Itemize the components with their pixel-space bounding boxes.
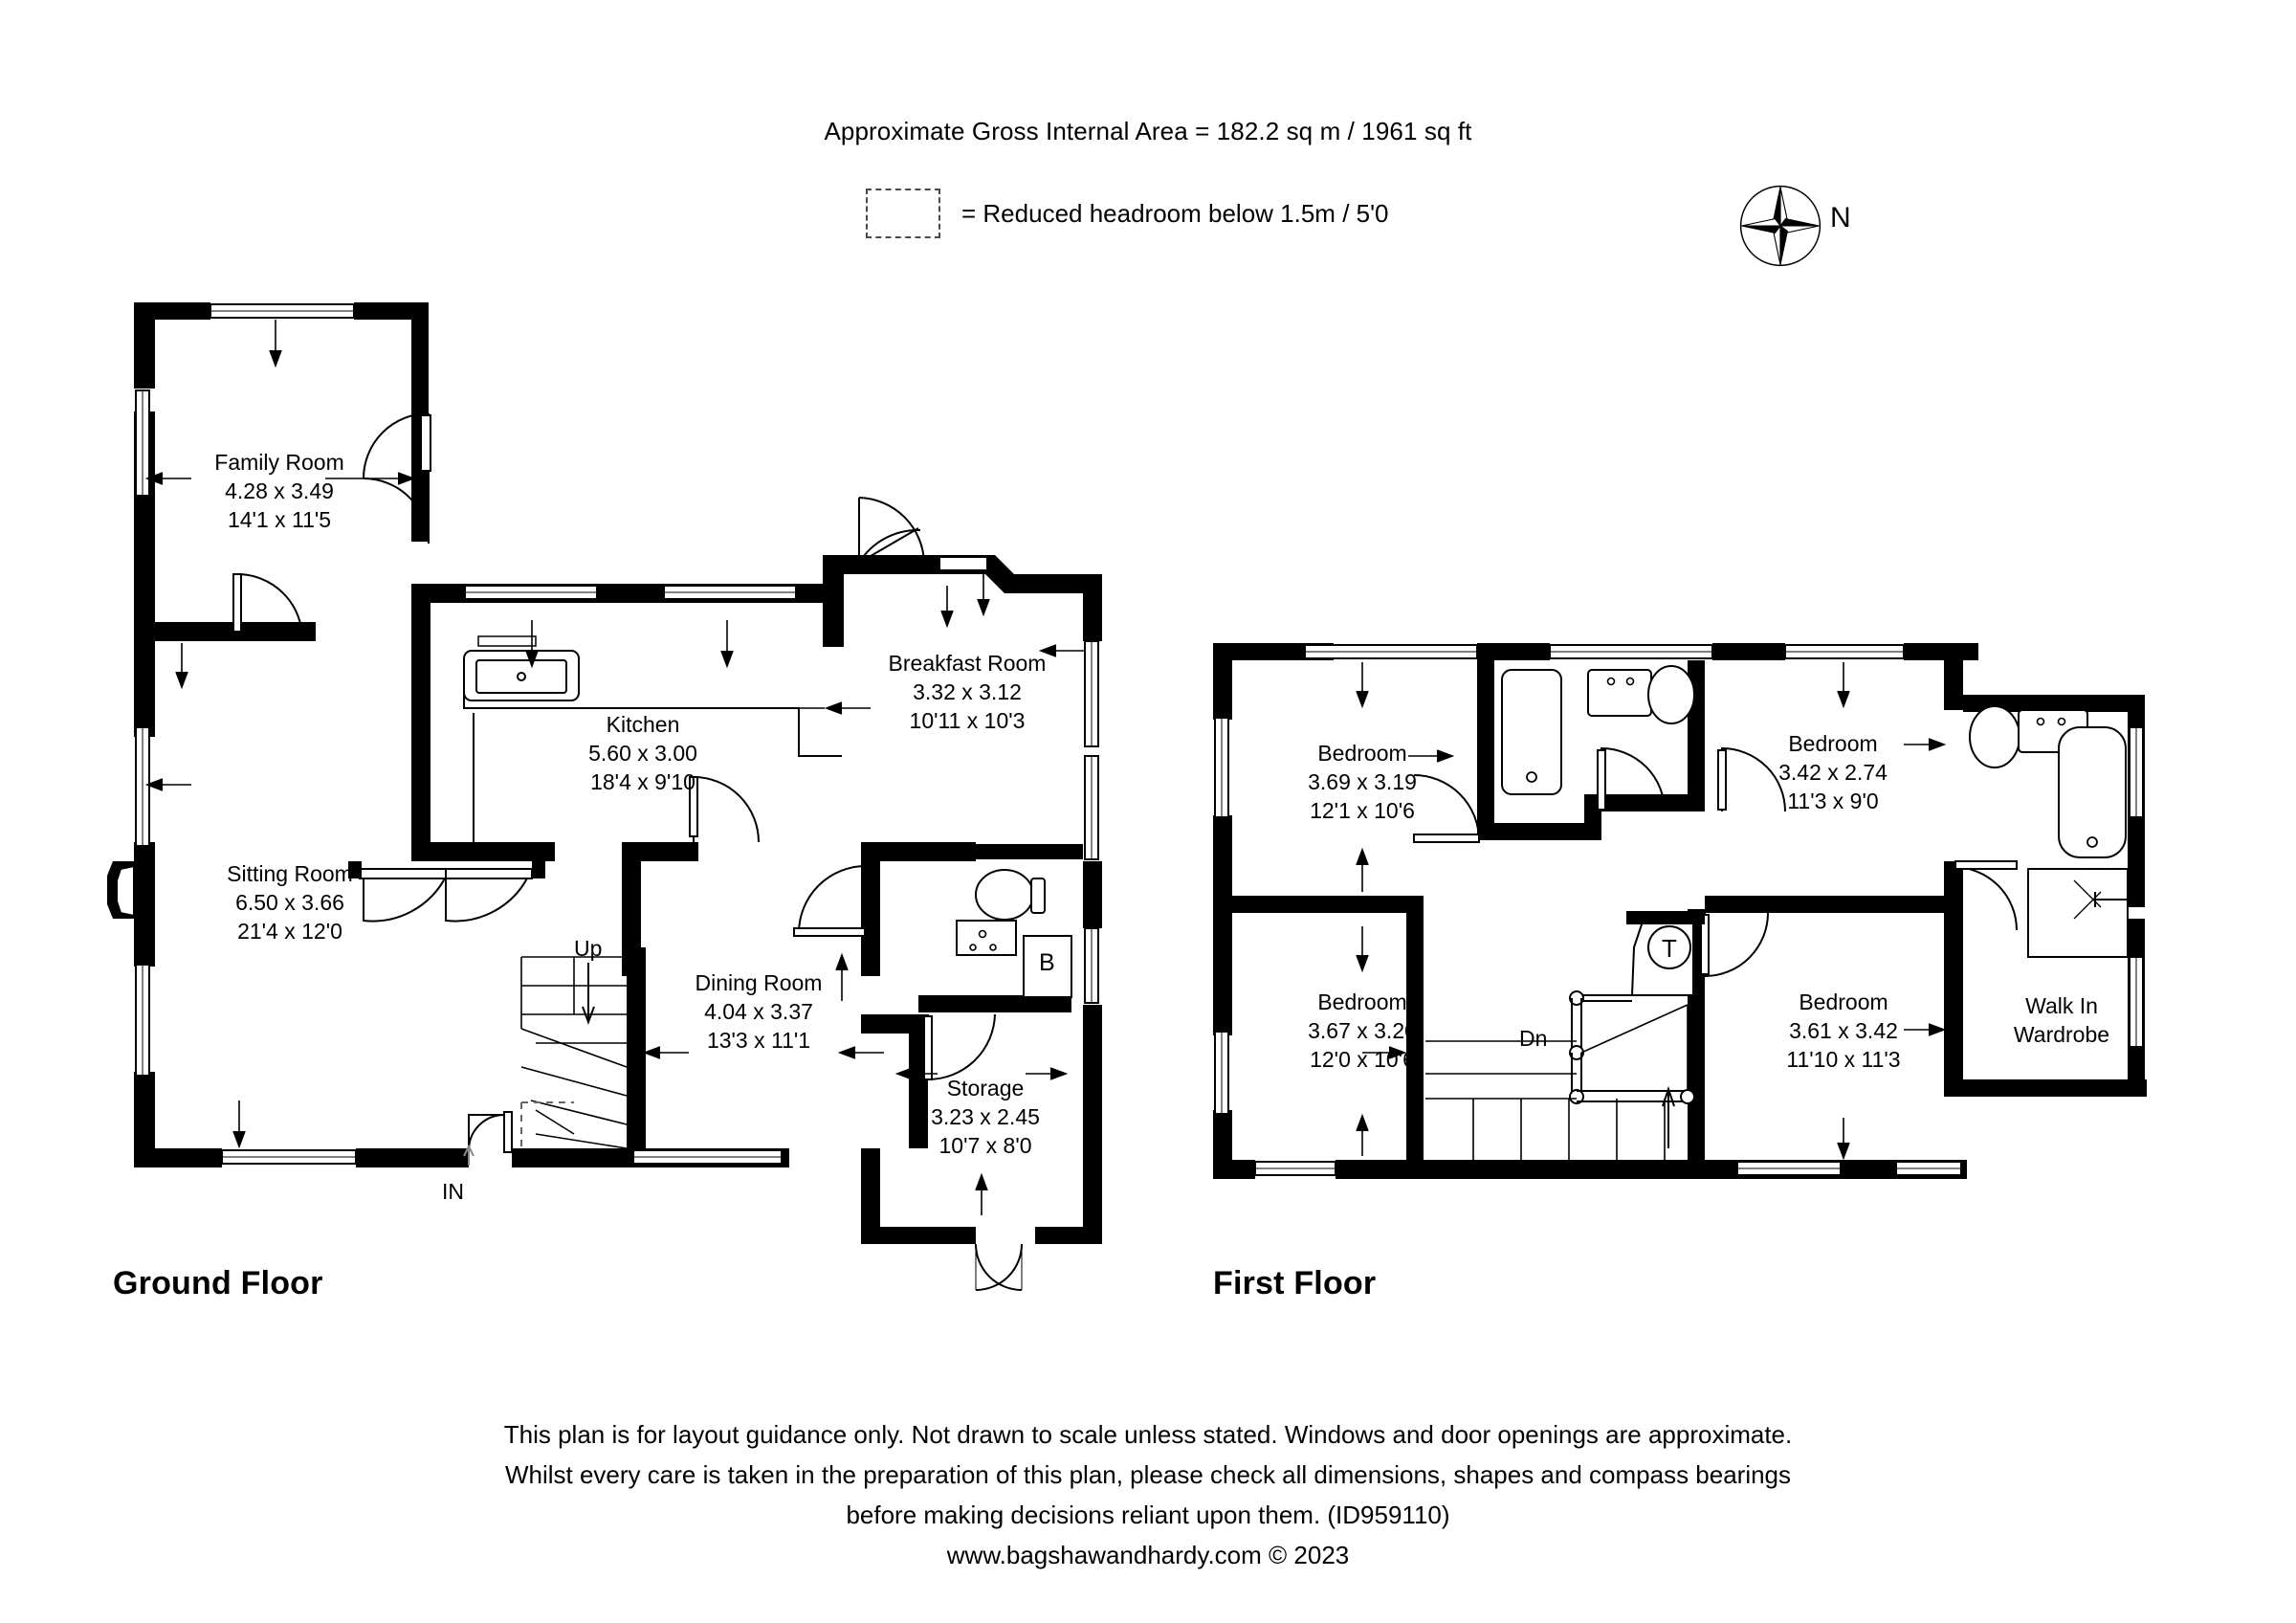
room-metric: 3.61 x 3.42: [1789, 1018, 1898, 1043]
entrance-in-marker: IN: [442, 1179, 464, 1204]
legend-label: = Reduced headroom below 1.5m / 5'0: [961, 198, 1389, 228]
room-label-bedroom-3: Bedroom 3.67 x 3.20 12'0 x 10'6: [1308, 988, 1417, 1074]
room-label-family-room: Family Room 4.28 x 3.49 14'1 x 11'5: [214, 448, 343, 534]
footer-line-2: Whilst every care is taken in the prepar…: [504, 1460, 1792, 1489]
stairs-down-marker: Dn: [1519, 1026, 1548, 1051]
room-name: Bedroom: [1788, 731, 1878, 756]
compass-north-label: N: [1830, 202, 1851, 233]
room-imperial: 11'3 x 9'0: [1787, 789, 1879, 813]
room-name: Storage: [946, 1076, 1025, 1101]
room-name: Bedroom: [1317, 741, 1407, 766]
footer-line-3: before making decisions reliant upon the…: [846, 1501, 1450, 1529]
room-imperial: 10'7 x 8'0: [938, 1133, 1032, 1158]
room-imperial: 18'4 x 9'10: [590, 769, 695, 794]
room-label-dining-room: Dining Room 4.04 x 3.37 13'3 x 11'1: [695, 968, 823, 1055]
room-name: Dining Room: [695, 970, 823, 995]
room-name: Sitting Room: [227, 861, 353, 886]
room-label-bedroom-4: Bedroom 3.61 x 3.42 11'10 x 11'3: [1786, 988, 1900, 1074]
room-metric: 4.04 x 3.37: [704, 999, 813, 1024]
room-name: Family Room: [214, 450, 344, 475]
room-label-bedroom-1: Bedroom 3.69 x 3.19 12'1 x 10'6: [1308, 739, 1417, 825]
footer-website: www.bagshawandhardy.com © 2023: [946, 1541, 1350, 1569]
room-imperial: 10'11 x 10'3: [909, 708, 1026, 733]
room-imperial: 14'1 x 11'5: [227, 507, 332, 532]
ground-floor-plan-drawing: [107, 302, 1102, 1291]
room-imperial: 13'3 x 11'1: [706, 1028, 811, 1053]
reduced-headroom-swatch-icon: [866, 189, 940, 238]
gross-internal-area-text: Approximate Gross Internal Area = 182.2 …: [824, 117, 1472, 145]
boiler-marker: B: [1039, 949, 1055, 976]
room-metric: 6.50 x 3.66: [235, 890, 344, 915]
footer-line-1: This plan is for layout guidance only. N…: [503, 1420, 1793, 1449]
room-label-sitting-room: Sitting Room 6.50 x 3.66 21'4 x 12'0: [227, 859, 353, 945]
stairs-up-marker: Up: [574, 936, 603, 961]
room-metric: 4.28 x 3.49: [225, 478, 334, 503]
legend: = Reduced headroom below 1.5m / 5'0: [866, 189, 1389, 238]
room-label-walk-in-wardrobe: Walk In Wardrobe: [2014, 991, 2109, 1049]
room-label-kitchen: Kitchen 5.60 x 3.00 18'4 x 9'10: [588, 710, 697, 796]
room-imperial: 11'10 x 11'3: [1786, 1047, 1901, 1072]
room-metric: 3.42 x 2.74: [1778, 760, 1888, 785]
compass-rose-icon: [1739, 185, 1821, 267]
room-label-bedroom-2: Bedroom 3.42 x 2.74 11'3 x 9'0: [1778, 729, 1888, 815]
room-name: Kitchen: [606, 712, 680, 737]
room-metric: 5.60 x 3.00: [588, 741, 697, 766]
room-label-storage: Storage 3.23 x 2.45 10'7 x 8'0: [931, 1074, 1040, 1160]
room-name: Walk In: [2025, 993, 2098, 1018]
room-metric: 3.32 x 3.12: [913, 679, 1022, 704]
room-label-breakfast-room: Breakfast Room 3.32 x 3.12 10'11 x 10'3: [889, 649, 1047, 735]
room-metric: 3.23 x 2.45: [931, 1104, 1040, 1129]
room-name-second-line: Wardrobe: [2013, 1022, 2110, 1047]
room-name: Bedroom: [1317, 989, 1407, 1014]
first-floor-plan-drawing: [1213, 643, 2147, 1179]
room-imperial: 21'4 x 12'0: [237, 919, 342, 944]
first-floor-title: First Floor: [1213, 1265, 1377, 1301]
room-name: Bedroom: [1799, 989, 1888, 1014]
room-imperial: 12'1 x 10'6: [1310, 798, 1415, 823]
ground-floor-title: Ground Floor: [113, 1265, 323, 1301]
tank-marker: T: [1662, 934, 1677, 963]
footer-disclaimer: This plan is for layout guidance only. N…: [0, 1414, 2296, 1575]
room-metric: 3.67 x 3.20: [1308, 1018, 1417, 1043]
room-imperial: 12'0 x 10'6: [1310, 1047, 1415, 1072]
room-name: Breakfast Room: [888, 651, 1047, 676]
room-metric: 3.69 x 3.19: [1308, 769, 1417, 794]
compass: N: [1736, 182, 1851, 270]
